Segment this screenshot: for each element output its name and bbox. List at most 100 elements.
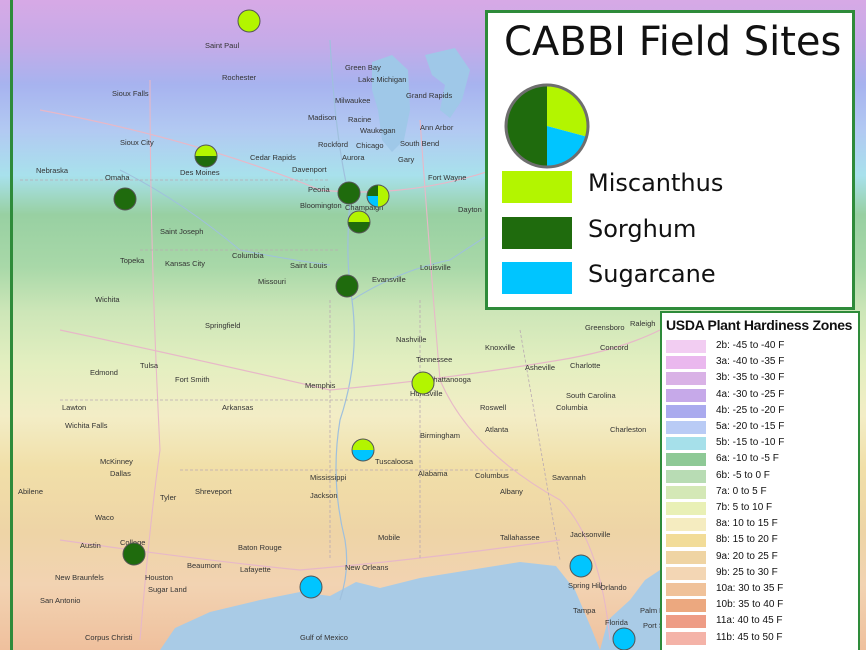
marker-outline <box>612 627 636 650</box>
marker-outline <box>337 181 361 205</box>
legend-label: Sorghum <box>588 215 697 243</box>
pie-slice <box>123 543 145 565</box>
place-label: Grand Rapids <box>406 91 453 100</box>
zone-label: 9b: 25 to 30 F <box>716 566 778 578</box>
state-border <box>20 179 561 561</box>
site-marker-huntsville[interactable] <box>411 371 435 395</box>
site-marker-tuscaloosa[interactable] <box>351 438 375 462</box>
place-label: Tyler <box>160 493 177 502</box>
highway <box>59 539 561 571</box>
place-label: Peoria <box>308 185 331 194</box>
site-marker-saint-paul[interactable] <box>237 9 261 33</box>
place-label: Ann Arbor <box>420 123 454 132</box>
pie-slice <box>412 372 434 394</box>
zone-label: 9a: 20 to 25 F <box>716 550 778 562</box>
place-label: Waco <box>95 513 114 522</box>
zone-label: 8b: 15 to 20 F <box>716 534 778 546</box>
marker-outline <box>569 554 593 578</box>
place-label: Arkansas <box>222 403 254 412</box>
place-label: Springfield <box>205 321 240 330</box>
zone-swatch <box>666 388 706 402</box>
site-marker-champaign[interactable] <box>347 210 371 234</box>
zone-swatch <box>666 550 706 564</box>
site-marker-new-orleans[interactable] <box>299 575 323 599</box>
place-label: Beaumont <box>187 561 222 570</box>
pie-slice <box>195 145 217 156</box>
site-marker-des-moines[interactable] <box>194 144 218 168</box>
marker-outline <box>299 575 323 599</box>
place-label: Saint Paul <box>205 41 240 50</box>
zone-swatch <box>666 469 706 483</box>
place-label: Abilene <box>18 487 43 496</box>
zone-swatch <box>666 421 706 434</box>
place-label: Charlotte <box>570 361 600 370</box>
place-label: Raleigh <box>630 319 655 328</box>
place-label: Green Bay <box>345 63 381 72</box>
sugarcane-swatch <box>502 262 572 294</box>
place-label: Tuscaloosa <box>375 457 414 466</box>
pie-slice <box>378 185 389 207</box>
place-label: Columbus <box>475 471 509 480</box>
zone-swatch <box>666 566 706 580</box>
cabbi-legend: CABBI Field Sites Miscanthus Sorghum Sug… <box>485 10 855 310</box>
place-label: San Antonio <box>40 596 80 605</box>
site-marker-omaha[interactable] <box>113 187 137 211</box>
zone-swatch <box>666 502 706 515</box>
place-label: Fort Smith <box>175 375 210 384</box>
place-label: Tennessee <box>416 355 452 364</box>
place-label: Tallahassee <box>500 533 540 542</box>
place-label: Lake Michigan <box>358 75 406 84</box>
site-marker-college-station[interactable] <box>122 542 146 566</box>
marker-outline <box>411 371 435 395</box>
pie-slice <box>336 275 358 297</box>
pie-slice <box>352 450 374 461</box>
place-label: Palm Bay <box>640 606 672 615</box>
place-label: Sioux City <box>120 138 154 147</box>
place-label: New Orleans <box>345 563 389 572</box>
site-marker-gainesville[interactable] <box>569 554 593 578</box>
zone-swatch <box>666 453 706 467</box>
site-marker-evansville[interactable] <box>335 274 359 298</box>
map-frame-border <box>10 0 13 650</box>
place-label: Concord <box>600 343 628 352</box>
pie-slice <box>352 439 374 450</box>
legend-title: CABBI Field Sites <box>504 19 842 65</box>
place-label: Missouri <box>258 277 286 286</box>
place-label: Chicago <box>356 141 384 150</box>
place-label: Gulf of Mexico <box>300 633 348 642</box>
place-label: Savannah <box>552 473 586 482</box>
place-label: Evansville <box>372 275 406 284</box>
place-label: Tulsa <box>140 361 159 370</box>
highway <box>419 119 611 641</box>
zone-swatch <box>666 518 706 532</box>
site-marker-urbana[interactable] <box>366 184 390 208</box>
site-marker-peoria[interactable] <box>337 181 361 205</box>
pie-slice <box>238 10 260 32</box>
place-label: Orlando <box>600 583 627 592</box>
place-label: McKinney <box>100 457 133 466</box>
place-label: Baton Rouge <box>238 543 282 552</box>
zone-label: 7b: 5 to 10 F <box>716 502 773 513</box>
legend-label: Sugarcane <box>588 260 716 288</box>
place-label: Saint Joseph <box>160 227 203 236</box>
place-label: Nashville <box>396 335 426 344</box>
pie-slice <box>348 222 370 233</box>
place-label: Charleston <box>610 425 646 434</box>
place-label: Columbia <box>556 403 589 412</box>
atlantic-water <box>600 570 660 650</box>
site-marker-port-st-lucie[interactable] <box>612 627 636 650</box>
place-label: Fort Wayne <box>428 173 466 182</box>
place-label: Chattanooga <box>428 375 472 384</box>
place-label: Sioux Falls <box>112 89 149 98</box>
sorghum-swatch <box>502 217 572 249</box>
zone-swatch <box>666 615 706 629</box>
zone-label: 3a: -40 to -35 F <box>716 356 785 368</box>
place-label: Atlanta <box>485 425 509 434</box>
zone-label: 3b: -35 to -30 F <box>716 372 785 384</box>
place-label: Saint Louis <box>290 261 327 270</box>
place-label: Albany <box>500 487 523 496</box>
place-label: Omaha <box>105 173 130 182</box>
zone-label: 2b: -45 to -40 F <box>716 340 785 351</box>
pie-slice <box>195 156 217 167</box>
place-label: Florida <box>605 618 629 627</box>
